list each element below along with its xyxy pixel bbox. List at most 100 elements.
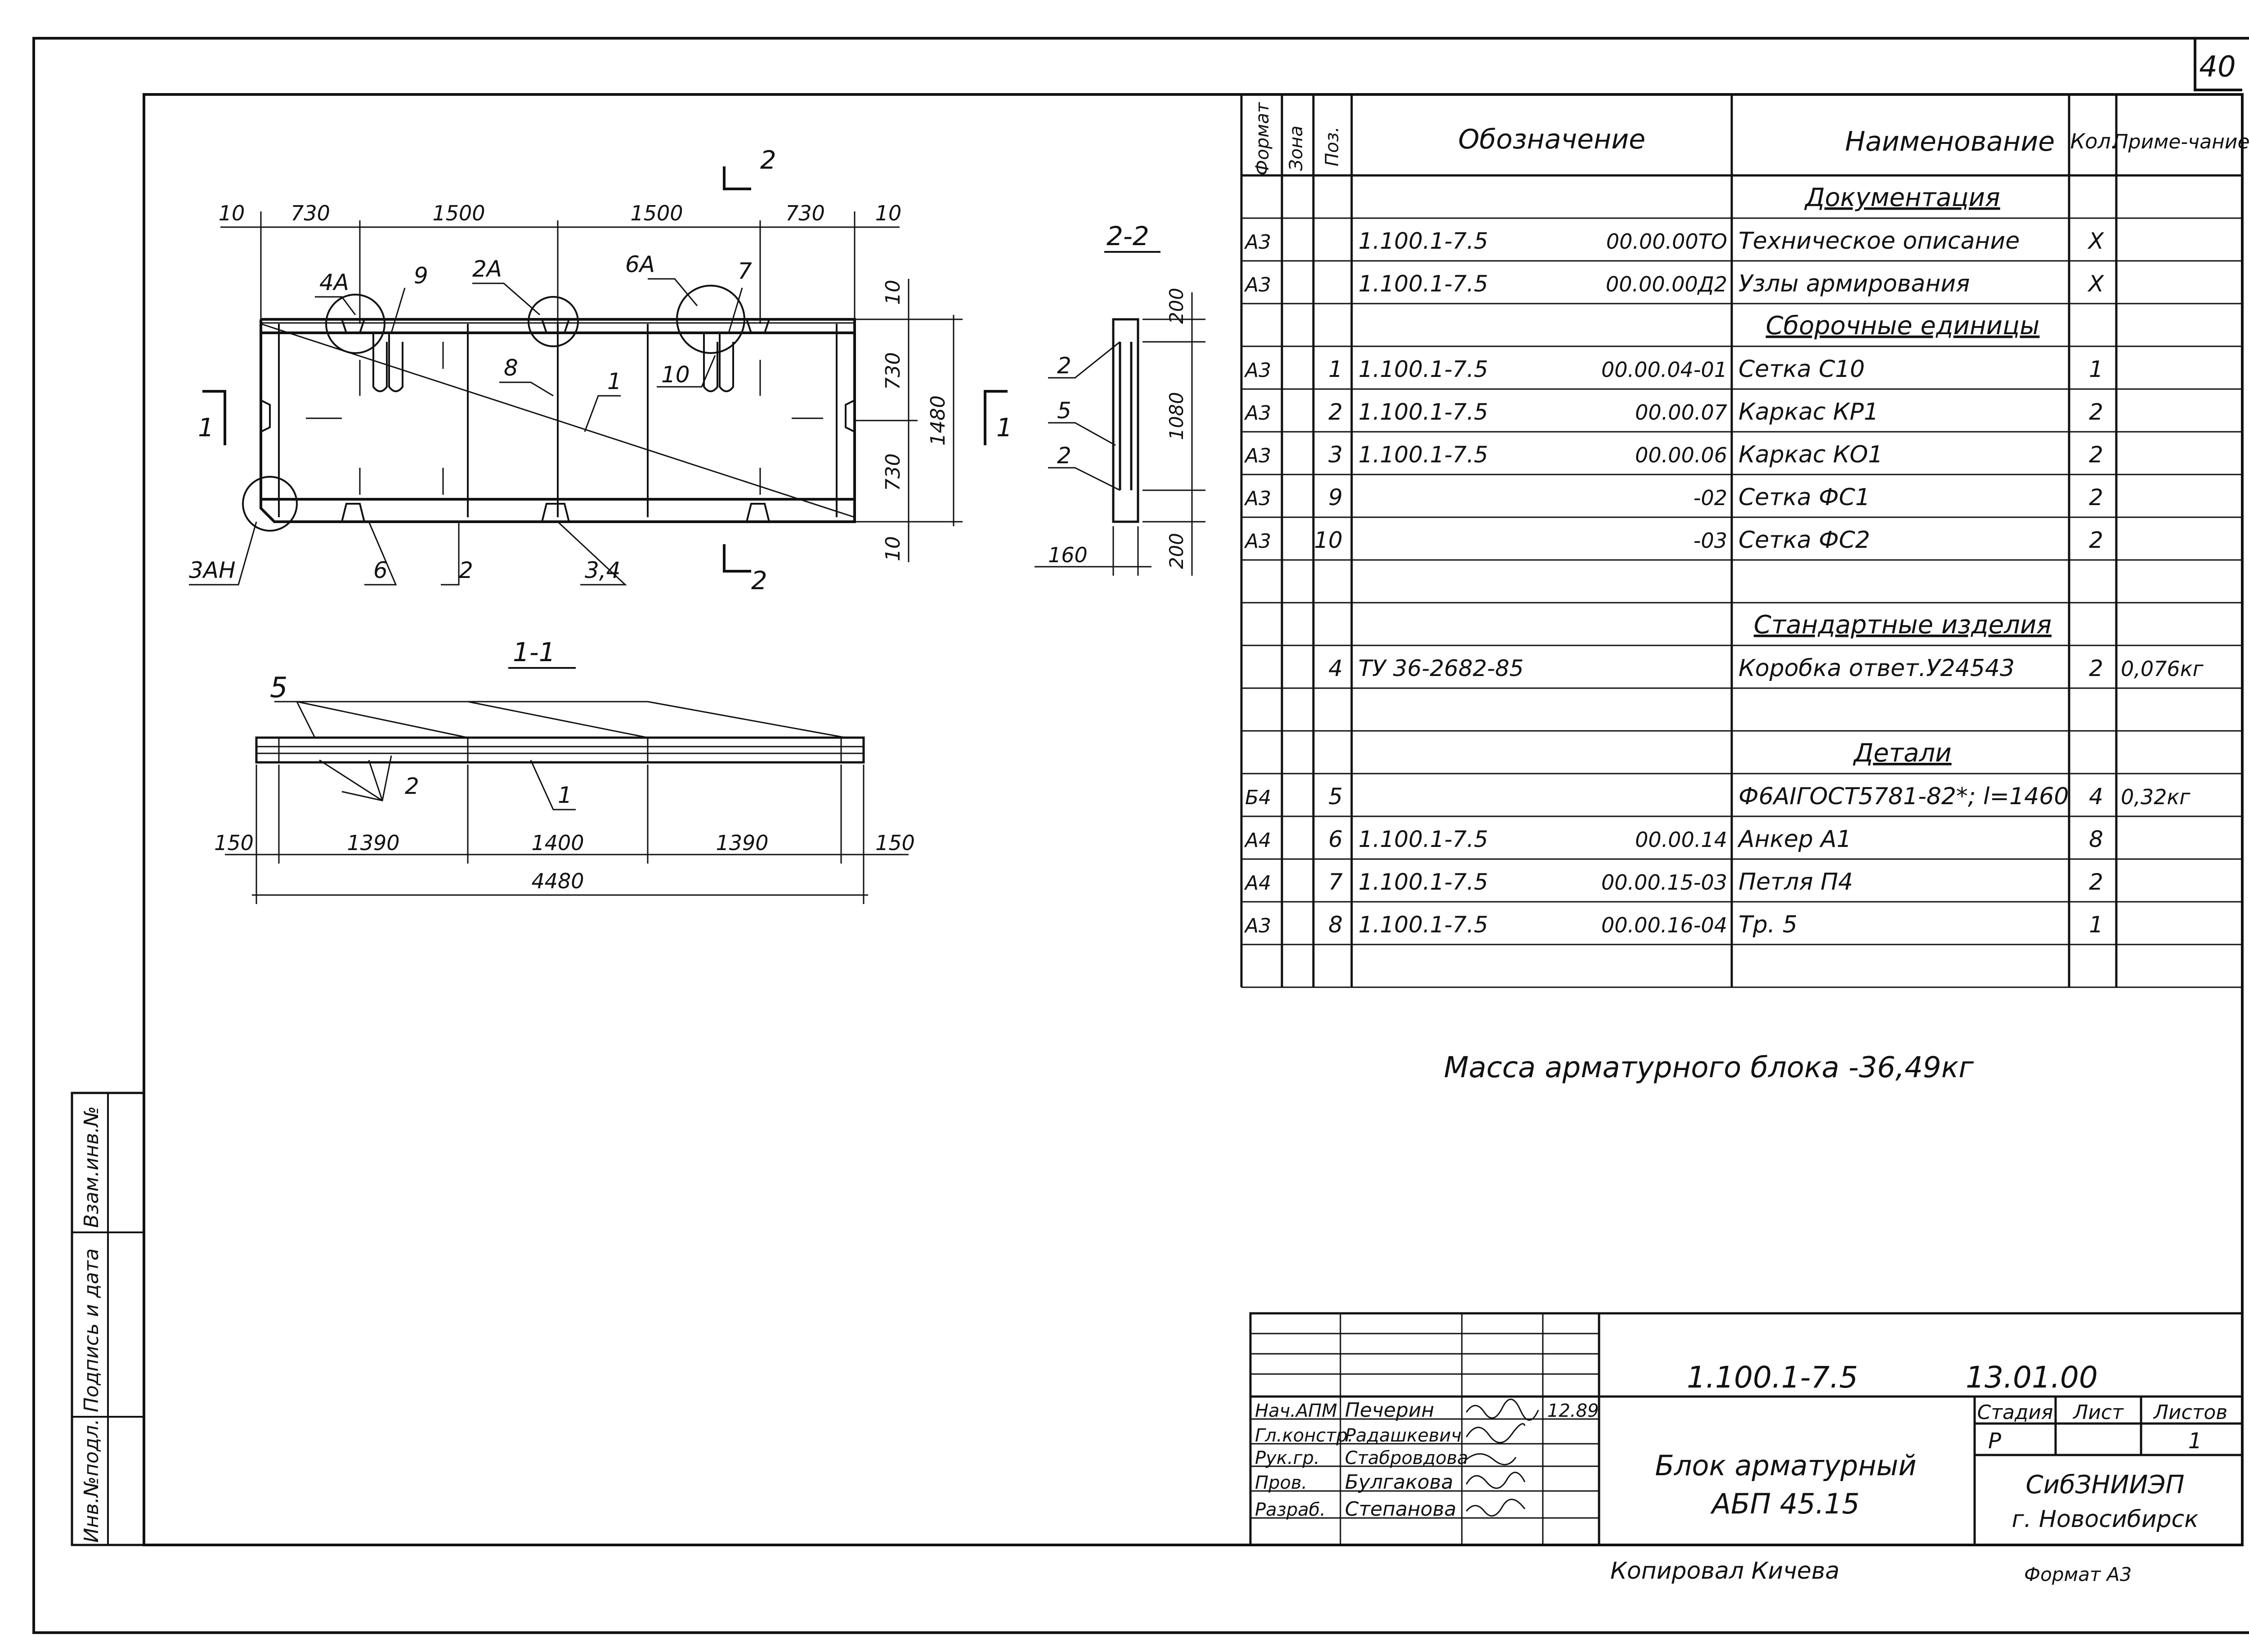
cell-code: 1.100.1-7.5 xyxy=(1358,442,1488,468)
cell-note: 0,32кг xyxy=(2121,785,2191,809)
label-6: 6 xyxy=(373,557,388,583)
dim-right-10a: 10 xyxy=(882,280,905,305)
label-7: 7 xyxy=(738,258,752,284)
section-mark-top: 2 xyxy=(760,146,776,175)
cell-qty: 2 xyxy=(2089,399,2103,425)
title-name-1: Блок арматурный xyxy=(1655,1449,1916,1482)
section-mark-right: 1 xyxy=(996,413,1012,443)
section11-dim-1390a: 1390 xyxy=(347,831,399,855)
cell-format: А3 xyxy=(1244,273,1271,296)
role-5: Разраб. xyxy=(1255,1500,1326,1520)
cell-code: 1.100.1-7.5 xyxy=(1358,356,1488,382)
title-block: 1.100.1-7.5 13.01.00 Нач.АПМ Гл.констр. … xyxy=(1249,1312,2244,1546)
format-note: Формат А3 xyxy=(2024,1563,2132,1585)
section11-dim-150a: 150 xyxy=(214,831,254,855)
sheet-header: Лист xyxy=(2072,1401,2124,1424)
cell-code: 1.100.1-7.5 xyxy=(1358,826,1488,852)
section11-dim-total: 4480 xyxy=(531,869,584,893)
stage-value: Р xyxy=(1988,1428,2001,1454)
label-1: 1 xyxy=(607,368,622,394)
cell-qty: 1 xyxy=(2089,356,2103,382)
name-3: Стабровдова xyxy=(1345,1448,1468,1468)
section-heading: Сборочные единицы xyxy=(1766,311,2040,340)
header-designation: Обозначение xyxy=(1458,124,1645,155)
role-3: Рук.гр. xyxy=(1255,1448,1320,1468)
dim-right-730b: 730 xyxy=(882,453,905,491)
cell-pos: 4 xyxy=(1328,655,1343,681)
cell-format: А4 xyxy=(1244,829,1271,852)
stamp-vzam-inv: Взам.инв.№ xyxy=(80,1106,103,1228)
name-1: Печерин xyxy=(1345,1399,1434,1422)
left-stamp: Инв.№подл. Подпись и дата Взам.инв.№ xyxy=(71,1092,145,1546)
cell-pos: 3 xyxy=(1328,442,1343,468)
label-9: 9 xyxy=(414,263,428,289)
dim-top-1500a: 1500 xyxy=(432,201,485,225)
label-6a: 6А xyxy=(625,251,655,278)
cell-doc: 00.00.04-01 xyxy=(1601,358,1727,382)
header-format: Формат xyxy=(1252,102,1273,175)
cell-pos: 5 xyxy=(1328,783,1343,810)
sheet-number: 40 xyxy=(2199,50,2236,84)
org-name: СибЗНИИЭП xyxy=(2025,1470,2184,1500)
header-zone: Зона xyxy=(1286,125,1307,171)
cell-qty: Х xyxy=(2087,271,2105,297)
plan-view: 10 730 1500 1500 730 10 10 730 1480 730 … xyxy=(189,146,1012,595)
cell-pos: 2 xyxy=(1328,399,1343,425)
dim-right-730a: 730 xyxy=(882,352,905,390)
cell-pos: 10 xyxy=(1314,527,1343,553)
cell-name: Тр. 5 xyxy=(1738,911,1797,938)
cell-qty: 4 xyxy=(2089,783,2103,810)
label-8: 8 xyxy=(504,355,518,381)
copied-by: Копировал Кичева xyxy=(1610,1558,1840,1585)
cell-doc: 00.00.00Д2 xyxy=(1606,272,1727,296)
name-4: Булгакова xyxy=(1345,1471,1453,1494)
section11-dim-150b: 150 xyxy=(875,831,915,855)
cell-qty: 2 xyxy=(2089,484,2103,510)
dim-top-1500b: 1500 xyxy=(630,201,683,225)
section-heading: Детали xyxy=(1852,739,1951,768)
cell-doc: -02 xyxy=(1693,486,1727,510)
cell-note: 0,076кг xyxy=(2121,657,2204,681)
title-name-2: АБП 45.15 xyxy=(1710,1487,1860,1520)
cell-name: Техническое описание xyxy=(1738,228,2020,255)
label-4a: 4А xyxy=(319,269,349,295)
cell-pos: 9 xyxy=(1328,484,1343,510)
section-heading: Стандартные изделия xyxy=(1754,610,2052,640)
section11-label-5: 5 xyxy=(270,671,287,704)
cell-doc: 00.00.16-04 xyxy=(1601,913,1727,937)
section-1-1: 1-1 xyxy=(214,637,915,904)
label-3-4: 3,4 xyxy=(585,557,621,583)
section11-label-1: 1 xyxy=(558,782,572,808)
stamp-sign-date: Подпись и дата xyxy=(80,1249,103,1412)
cell-qty: 2 xyxy=(2089,442,2103,468)
role-2: Гл.констр. xyxy=(1255,1425,1353,1446)
dim-top-730a: 730 xyxy=(291,201,330,225)
cell-name: Каркас КО1 xyxy=(1738,441,1883,468)
cell-format: А3 xyxy=(1244,231,1271,254)
cell-qty: 8 xyxy=(2089,826,2103,852)
cell-code: 1.100.1-7.5 xyxy=(1358,869,1488,895)
cell-pos: 8 xyxy=(1328,912,1343,938)
cell-name: Петля П4 xyxy=(1738,869,1853,895)
cell-qty: 2 xyxy=(2089,527,2103,553)
cell-doc: 00.00.15-03 xyxy=(1601,870,1727,895)
section-heading: Документация xyxy=(1804,183,2000,212)
cell-qty: 2 xyxy=(2089,655,2103,681)
cell-pos: 7 xyxy=(1328,869,1343,895)
dim-right-10b: 10 xyxy=(882,536,905,561)
cell-doc: 00.00.14 xyxy=(1635,828,1727,852)
cell-qty: 2 xyxy=(2089,869,2103,895)
label-10: 10 xyxy=(661,362,690,388)
cell-doc: 00.00.06 xyxy=(1635,443,1727,467)
section11-title: 1-1 xyxy=(513,637,556,667)
section22-label-2a: 2 xyxy=(1057,353,1071,379)
cell-format: А3 xyxy=(1244,402,1271,425)
cell-doc: 00.00.00ТО xyxy=(1606,229,1727,254)
dim-right-1480: 1480 xyxy=(927,395,950,446)
cell-format: А3 xyxy=(1244,359,1271,382)
cell-name: Коробка ответ.У24543 xyxy=(1738,655,2015,682)
dim-top-730b: 730 xyxy=(785,201,825,225)
cell-name: Сетка ФС1 xyxy=(1738,484,1870,511)
cell-format: А4 xyxy=(1244,872,1271,895)
cell-format: А3 xyxy=(1244,487,1271,510)
